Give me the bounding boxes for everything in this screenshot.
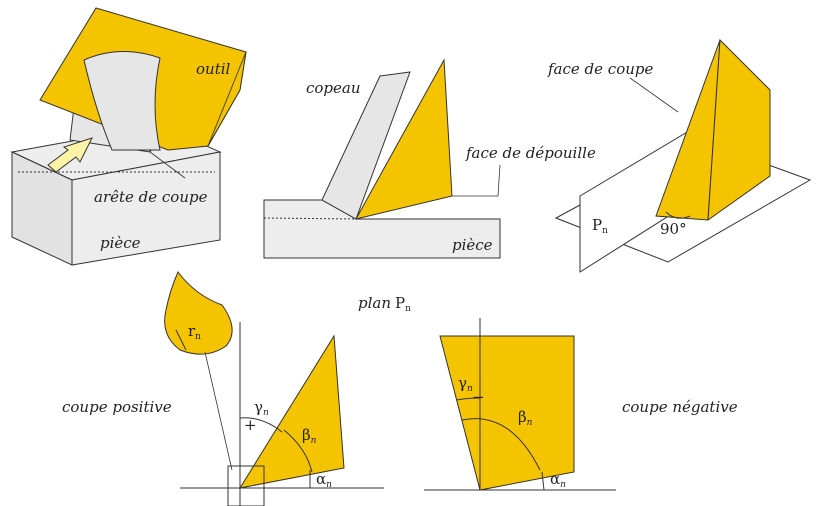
beta-neg-label: βn [518, 408, 533, 428]
gamma-neg-letter: γ [458, 374, 467, 392]
alpha-pos-letter: α [316, 470, 326, 488]
panel-normal-plane: face de coupe Pn 90° [547, 38, 812, 273]
flank-label: face de dépouille [465, 144, 596, 162]
gamma-neg-sub: n [467, 384, 473, 394]
edge-label: arête de coupe [94, 188, 208, 206]
tool-section [355, 58, 453, 220]
panel-workpiece-tool: outil arête de coupe pièce [10, 7, 247, 266]
plane-pn-letter: P [592, 216, 602, 234]
tool-wedge-side [707, 38, 771, 222]
right-angle-arc [665, 211, 691, 219]
tool-side [207, 51, 247, 147]
rake-face-label: face de coupe [547, 60, 653, 78]
edge-leader [149, 151, 186, 179]
zoom-leader [204, 351, 233, 471]
beta-pos-label: βn [302, 426, 317, 446]
beta-arc [283, 429, 313, 473]
alpha-neg-label: αn [550, 470, 566, 490]
rake-face-leader [629, 77, 679, 113]
panel-positive-cut: rn γn + βn αn coupe positive [62, 271, 384, 506]
beta-neg-letter: β [518, 408, 527, 426]
panel-chip-section: copeau face de dépouille pièce [263, 58, 596, 259]
chip-front [83, 50, 161, 151]
gamma-arc [239, 417, 283, 433]
chip-label: copeau [306, 79, 361, 97]
gamma-neg-arc [455, 397, 481, 401]
positive-cut-label: coupe positive [62, 398, 172, 416]
radius-label: rn [188, 322, 201, 342]
plan-sub: n [405, 304, 411, 314]
beta-neg-sub: n [527, 418, 533, 428]
positive-tool [238, 334, 345, 489]
negative-tool [439, 335, 575, 491]
zoom-box [227, 465, 265, 506]
flank-leader-2 [497, 164, 501, 197]
alpha-neg-arc [541, 471, 545, 491]
plan-word: plan [358, 294, 391, 312]
radius-line [175, 329, 187, 351]
gamma-pos-sub: n [263, 408, 269, 418]
chip-section [321, 71, 411, 220]
tool-label: outil [196, 60, 231, 78]
plus-sign: + [244, 416, 257, 434]
workpiece-right-face [71, 151, 221, 266]
right-angle-label: 90° [660, 220, 687, 238]
gamma-neg-label: γn [458, 374, 473, 394]
alpha-pos-label: αn [316, 470, 332, 490]
plane-pn-sub: n [602, 226, 608, 236]
plane-pn-label: Pn [592, 216, 608, 236]
alpha-neg-sub: n [560, 480, 566, 490]
workpiece-label: pièce [100, 234, 141, 252]
feed-arrow [47, 137, 93, 173]
section-cut-line [263, 217, 357, 220]
gamma-pos-letter: γ [254, 398, 263, 416]
radius-letter: r [188, 322, 196, 340]
gamma-pos-label: γn [254, 398, 269, 418]
beta-pos-letter: β [302, 426, 311, 444]
plan-letter: P [395, 294, 405, 312]
nose-radius-drop [164, 271, 233, 355]
negative-cut-label: coupe négative [622, 398, 738, 416]
panel-negative-cut: γn − βn αn coupe négative [424, 318, 738, 491]
alpha-pos-sub: n [326, 480, 332, 490]
beta-neg-arc [461, 418, 541, 471]
minus-sign: − [472, 388, 485, 406]
beta-pos-sub: n [311, 436, 317, 446]
alpha-neg-letter: α [550, 470, 560, 488]
radius-sub: n [195, 332, 201, 342]
workpiece-section-label: pièce [452, 236, 493, 254]
